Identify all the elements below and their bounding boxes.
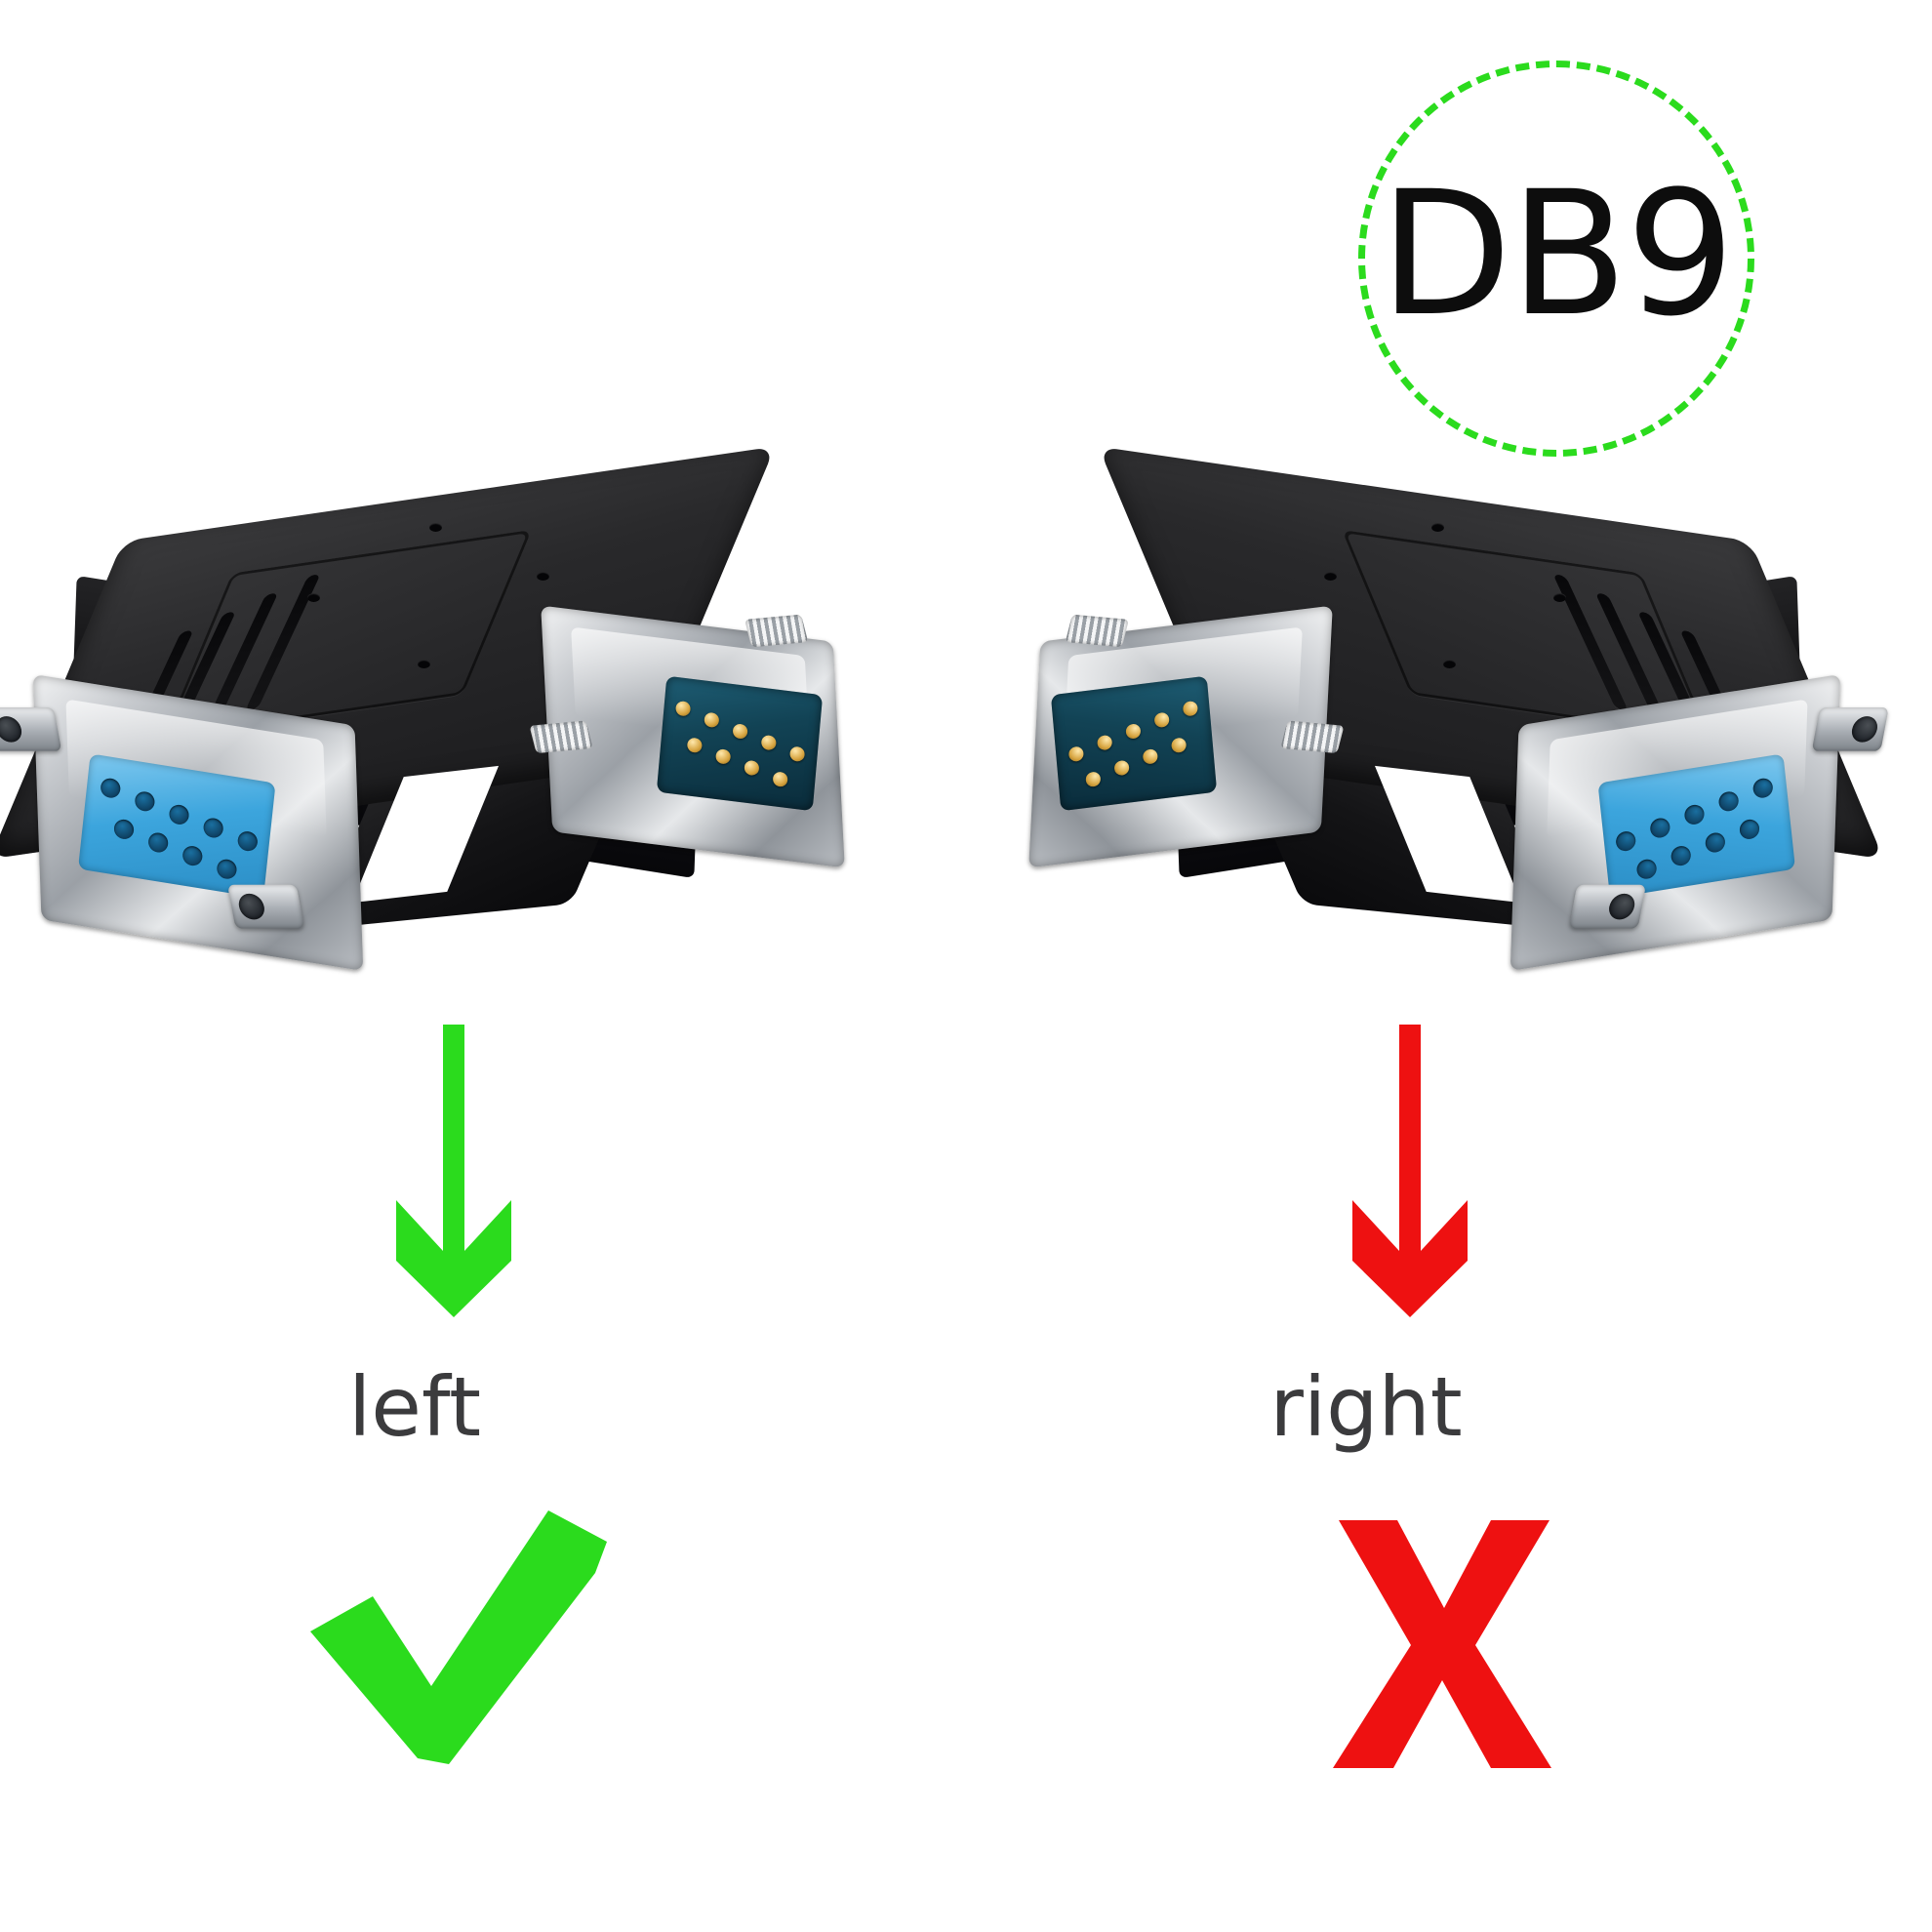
- molding-hole: [429, 523, 442, 532]
- screw-thread: [1280, 720, 1345, 754]
- socket-hole: [1670, 844, 1692, 867]
- screw-post: [1568, 884, 1646, 929]
- socket-hole: [112, 818, 136, 841]
- molding-hole: [307, 593, 320, 602]
- socket-hole: [1751, 777, 1774, 800]
- socket-hole: [1649, 817, 1671, 839]
- down-arrow-icon-right: [1327, 1025, 1493, 1317]
- connector-pin: [1170, 737, 1187, 754]
- socket-hole: [1717, 789, 1740, 813]
- connector-pin: [772, 771, 788, 788]
- connector-pin: [788, 745, 806, 763]
- connector-pin: [1182, 700, 1199, 717]
- adapter-left-geometry: [0, 446, 898, 1044]
- connector-male-db9: [529, 605, 845, 868]
- molding-hole: [418, 660, 430, 668]
- orientation-label-right: right: [1269, 1359, 1463, 1455]
- connector-male-db9: [1028, 605, 1345, 868]
- connector-pin: [1067, 745, 1085, 763]
- molding-hole: [1443, 660, 1456, 668]
- screw-post: [0, 706, 62, 751]
- socket-hole: [216, 858, 238, 881]
- screw-thread: [1065, 614, 1129, 648]
- connector-pin: [704, 711, 720, 729]
- adapter-left-photo: [0, 446, 898, 1044]
- socket-hole: [100, 777, 122, 800]
- socket-hole: [147, 831, 170, 854]
- socket-hole: [236, 829, 259, 853]
- adapter-right-photo: [976, 446, 1889, 1044]
- screw-post: [1811, 706, 1889, 751]
- db9-badge: DB9: [1358, 60, 1754, 457]
- molding-hole: [537, 572, 549, 581]
- screw-thread: [529, 720, 593, 754]
- connector-pin: [1097, 734, 1113, 751]
- molding-hole: [1553, 593, 1566, 602]
- orientation-label-left: left: [347, 1359, 482, 1455]
- connector-female-db9: [0, 673, 364, 972]
- molding-hole: [1431, 523, 1444, 532]
- connector-pin: [674, 700, 692, 717]
- connector-pin: [1142, 748, 1159, 765]
- connector-pin: [1125, 723, 1142, 740]
- socket-hole: [134, 789, 156, 813]
- checkmark-icon: [302, 1503, 615, 1786]
- connector-pin: [1153, 711, 1170, 729]
- connector-pin: [686, 737, 704, 754]
- connector-pin: [714, 748, 732, 765]
- screw-post: [227, 884, 305, 929]
- socket-hole: [181, 844, 204, 867]
- socket-hole: [1635, 858, 1658, 881]
- connector-pin: [732, 723, 748, 740]
- connector-female-db9: [1509, 673, 1889, 972]
- down-arrow-icon-left: [371, 1025, 537, 1317]
- connector-pin: [1113, 759, 1130, 777]
- cross-icon: [1288, 1503, 1600, 1786]
- socket-hole: [202, 817, 224, 839]
- socket-hole: [168, 803, 190, 826]
- male-insulator: [1050, 675, 1218, 812]
- molding-hole: [1324, 572, 1337, 581]
- connector-pin: [744, 759, 760, 777]
- socket-hole: [1704, 831, 1726, 854]
- adapter-right-geometry: [976, 446, 1889, 1044]
- connector-pin: [1085, 771, 1102, 788]
- male-insulator: [656, 675, 824, 812]
- socket-hole: [1615, 829, 1637, 853]
- screw-thread: [745, 614, 809, 648]
- db9-badge-label: DB9: [1379, 154, 1735, 354]
- socket-hole: [1738, 818, 1761, 841]
- socket-hole: [1683, 803, 1706, 826]
- connector-pin: [760, 734, 777, 751]
